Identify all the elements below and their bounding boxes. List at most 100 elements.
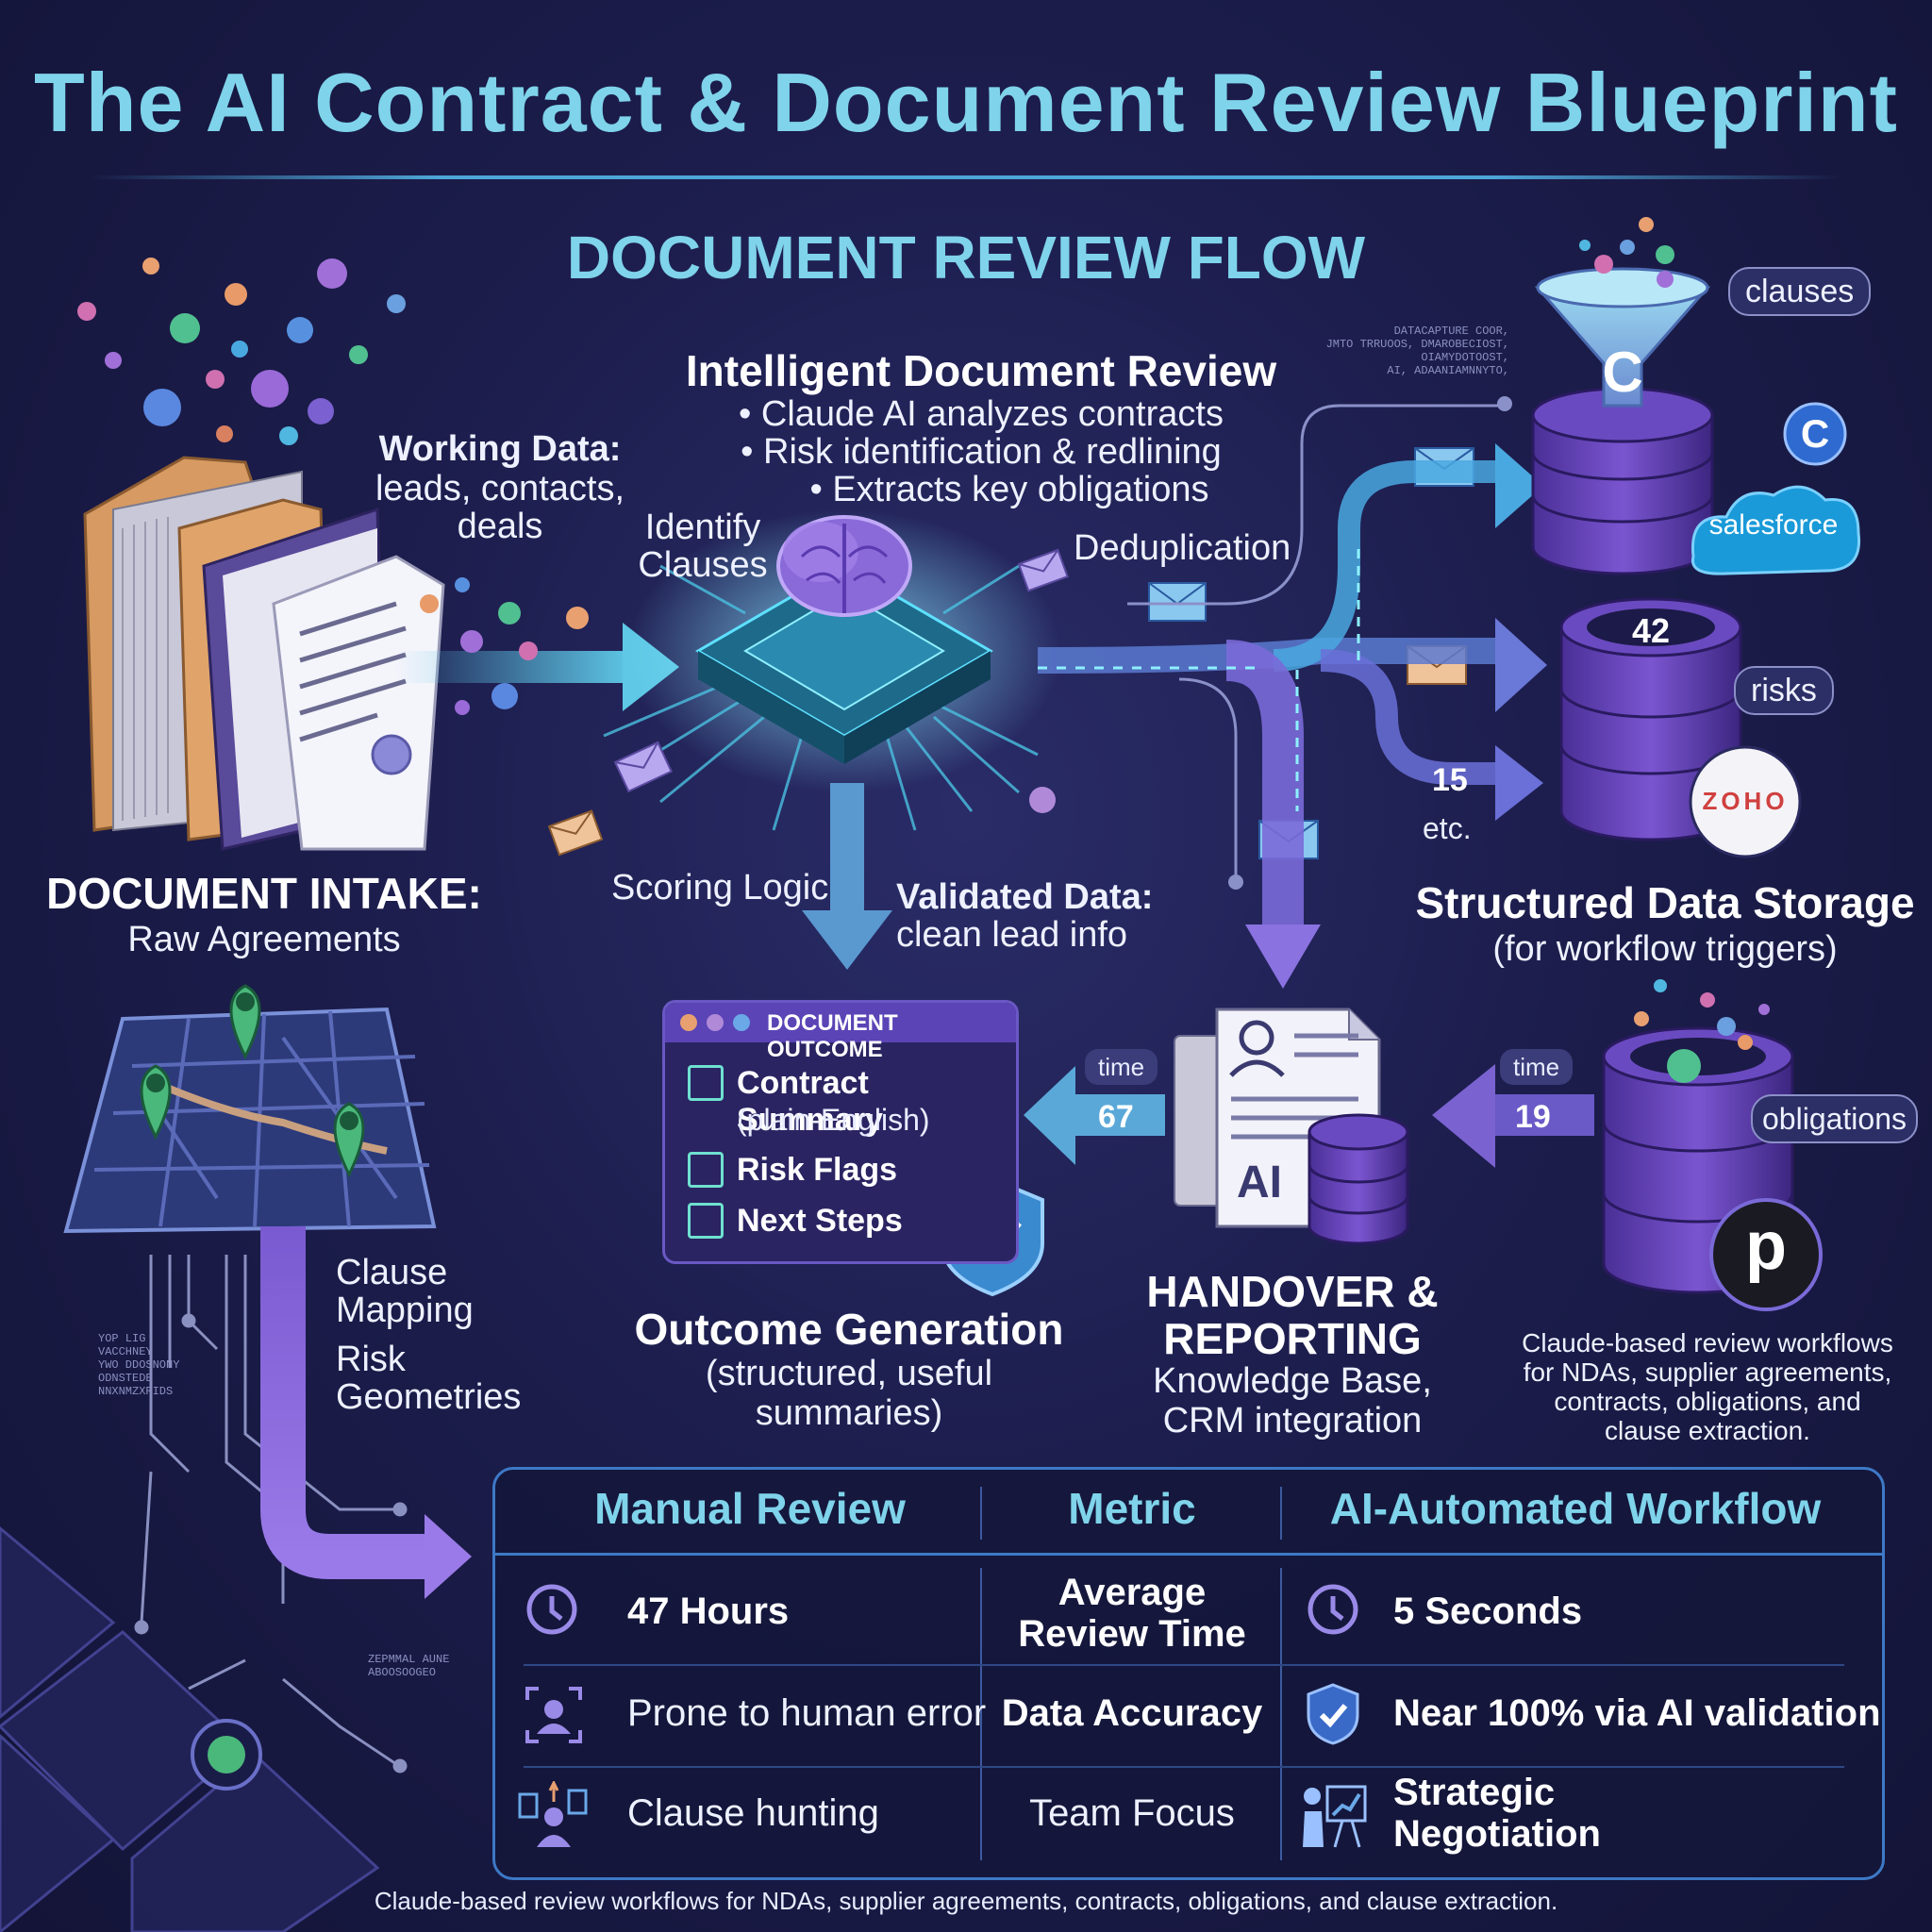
tiny-top-line3: OIAMYDOTOOST,	[1421, 351, 1509, 364]
tiny-top-line1: DATACAPTURE COOR,	[1393, 325, 1509, 338]
flow-etc: etc.	[1423, 811, 1472, 845]
bottom-left-grid	[0, 1526, 380, 1932]
tiny-left-line5: NNXNMZXRIDS	[98, 1385, 174, 1398]
storage-note-line1: Claude-based review workflows	[1522, 1328, 1893, 1357]
outcome-sub-line2: summaries)	[755, 1393, 943, 1433]
strategy-presentation-icon	[1303, 1785, 1367, 1848]
document-outcome-panel: DOCUMENT OUTCOME Contract Summary (plain…	[662, 1000, 1019, 1264]
header-divider	[1280, 1487, 1282, 1540]
title-divider	[90, 175, 1842, 179]
review-bullet-3: • Extracts key obligations	[809, 470, 1209, 509]
metric-data-accuracy: Data Accuracy	[1001, 1692, 1263, 1734]
tiny-left-line4: ODNSTEDE	[98, 1372, 153, 1385]
storage-note-line3: contracts, obligations, and	[1554, 1387, 1861, 1416]
handover-heading-line2: REPORTING	[1163, 1314, 1422, 1363]
document-stack-illustration	[83, 456, 445, 851]
time-tag-right: time	[1500, 1049, 1574, 1085]
clause-hunting-icon	[518, 1781, 588, 1847]
tiny-mid-line1: ZEPMMAL AUNE	[368, 1653, 450, 1666]
flow-subtitle: DOCUMENT REVIEW FLOW	[566, 224, 1366, 291]
review-heading: Intelligent Document Review	[685, 346, 1277, 395]
header-metric: Metric	[1068, 1484, 1196, 1533]
intake-sub: Raw Agreements	[127, 920, 401, 959]
claude-logo-letter: C	[1800, 411, 1830, 456]
time-value-right: 19	[1515, 1099, 1551, 1135]
tiny-left-line3: YWO DDOSNONY	[98, 1358, 180, 1372]
tag-clauses: clauses	[1728, 267, 1872, 316]
user-error-icon	[525, 1687, 582, 1743]
tiny-caption-left: YOP LIG VACCHNEY YWO DDOSNONY ODNSTEDE N…	[98, 1332, 230, 1398]
claude-logo-badge	[1783, 402, 1847, 466]
handover-to-outcome-arrow	[1024, 1066, 1165, 1165]
window-dot-purple	[707, 1014, 724, 1031]
footer-caption: Claude-based review workflows for NDAs, …	[374, 1887, 1558, 1915]
outcome-panel-title: DOCUMENT OUTCOME	[767, 1010, 898, 1062]
manual-value-accuracy: Prone to human error	[627, 1692, 987, 1734]
tiny-top-line2: JMTO TRRUOOS, DMAROBECIOST,	[1325, 338, 1509, 351]
pipedrive-logo-letter: p	[1745, 1208, 1787, 1284]
ai-value-focus-line2: Negotiation	[1393, 1813, 1601, 1855]
manual-value-review-time: 47 Hours	[627, 1591, 790, 1632]
checkbox-icon	[688, 1203, 724, 1239]
tiny-left-line2: VACCHNEY	[98, 1345, 153, 1358]
metric-review-time-line1: Average	[1058, 1572, 1207, 1613]
zoho-logo-text: ZOHO	[1702, 787, 1789, 815]
tiny-caption-mid: ZEPMMAL AUNE ABOOSOOGEO	[368, 1653, 491, 1679]
circuit-node-core	[208, 1736, 245, 1774]
scoring-down-arrow	[802, 783, 892, 970]
salesforce-logo	[1690, 485, 1861, 575]
scoring-logic-label: Scoring Logic	[611, 868, 829, 908]
handover-heading-line1: HANDOVER &	[1146, 1267, 1439, 1316]
map-label-line4: Geometries	[336, 1377, 522, 1417]
identify-clauses-line2: Clauses	[638, 545, 768, 585]
clock-icon	[1307, 1584, 1358, 1635]
map-label-line1: Clause	[336, 1253, 448, 1292]
ai-value-accuracy: Near 100% via AI validation	[1393, 1692, 1881, 1734]
validated-data-heading: Validated Data:	[896, 877, 1154, 917]
clock-icon	[526, 1584, 577, 1635]
handover-document-illustration	[1174, 1008, 1409, 1245]
data-particles	[77, 258, 406, 445]
header-manual-review: Manual Review	[594, 1484, 906, 1533]
row-divider	[524, 1664, 1844, 1666]
working-data-heading: Working Data:	[378, 429, 622, 469]
header-ai-automated: AI-Automated Workflow	[1329, 1484, 1822, 1533]
time-value-left: 67	[1098, 1099, 1134, 1135]
outcome-panel-header: DOCUMENT OUTCOME	[665, 1003, 1016, 1062]
zoho-logo-badge	[1689, 745, 1802, 858]
funnel-c-letter: C	[1602, 341, 1643, 404]
tiny-top-line4: AI, ADAANIAMNNYTO,	[1387, 364, 1509, 377]
outcome-item-1-sub: (plain-English)	[737, 1103, 930, 1137]
shield-check-icon	[1307, 1683, 1359, 1745]
clause-map-illustration	[63, 984, 437, 1234]
map-label-line2: Mapping	[336, 1291, 474, 1330]
intake-heading: DOCUMENT INTAKE:	[46, 869, 482, 918]
flow-count: 15	[1432, 762, 1468, 798]
checkbox-icon	[688, 1152, 724, 1188]
envelope-icons	[547, 447, 1474, 859]
storage-heading: Structured Data Storage	[1415, 878, 1915, 927]
handover-sub-line1: Knowledge Base,	[1153, 1361, 1432, 1401]
review-bullet-1: • Claude AI analyzes contracts	[739, 394, 1224, 434]
header-divider	[980, 1487, 982, 1540]
review-bullet-2: • Risk identification & redlining	[741, 432, 1222, 472]
identify-clauses-line1: Identify	[644, 508, 761, 547]
storage-note-line4: clause extraction.	[1605, 1416, 1810, 1445]
page-title: The AI Contract & Document Review Bluepr…	[34, 56, 1898, 149]
handover-sub-line2: CRM integration	[1162, 1401, 1423, 1441]
pipedrive-logo-badge	[1709, 1198, 1823, 1311]
window-dot-orange	[680, 1014, 697, 1031]
ai-value-review-time: 5 Seconds	[1393, 1591, 1583, 1632]
validated-data-sub: clean lead info	[896, 915, 1128, 955]
outcome-item-2: Risk Flags	[737, 1152, 898, 1188]
outcome-heading: Outcome Generation	[634, 1305, 1064, 1354]
map-to-table-arrow	[260, 1226, 472, 1599]
outcome-item-3: Next Steps	[737, 1203, 903, 1239]
comparison-table: Manual Review Metric AI-Automated Workfl…	[492, 1467, 1885, 1880]
storage-database-clauses	[1531, 217, 1714, 575]
ai-chip-brain-illustration	[603, 509, 1061, 831]
database-count: 42	[1631, 611, 1671, 650]
header-underline	[495, 1553, 1882, 1556]
row-divider	[524, 1766, 1844, 1768]
